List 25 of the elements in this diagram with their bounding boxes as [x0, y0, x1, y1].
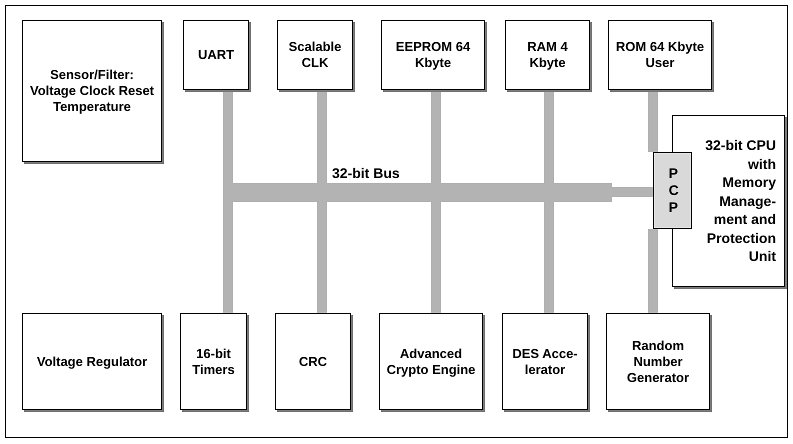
bus-line: [648, 229, 658, 313]
module-box: Voltage Regulator: [22, 313, 162, 410]
bus-label: 32-bit Bus: [332, 165, 400, 181]
bus-line: [317, 202, 327, 313]
bus-line: [612, 187, 653, 197]
bus-line: [431, 90, 441, 183]
bus-line: [544, 90, 554, 183]
module-box: CRC: [275, 313, 351, 410]
bus-line: [431, 202, 441, 313]
module-box: UART: [183, 20, 249, 90]
module-box: RAM 4 Kbyte: [505, 20, 590, 90]
module-box: ROM 64 Kbyte User: [608, 20, 712, 90]
bus-line: [223, 202, 233, 313]
bus-line: [317, 90, 327, 183]
bus-line: [648, 90, 658, 152]
module-box: Random Number Generator: [606, 313, 710, 410]
module-box: EEPROM 64 Kbyte: [381, 20, 485, 90]
module-box: 16-bit Timers: [180, 313, 247, 410]
module-box: DES Acce- lerator: [502, 313, 588, 410]
bus-line: [223, 90, 233, 183]
module-box: Scalable CLK: [277, 20, 353, 90]
module-box: Advanced Crypto Engine: [379, 313, 483, 410]
pcp-block: P C P: [653, 152, 692, 229]
bus-line: [544, 202, 554, 313]
module-box: Sensor/Filter: Voltage Clock Reset Temperature: [22, 20, 162, 162]
